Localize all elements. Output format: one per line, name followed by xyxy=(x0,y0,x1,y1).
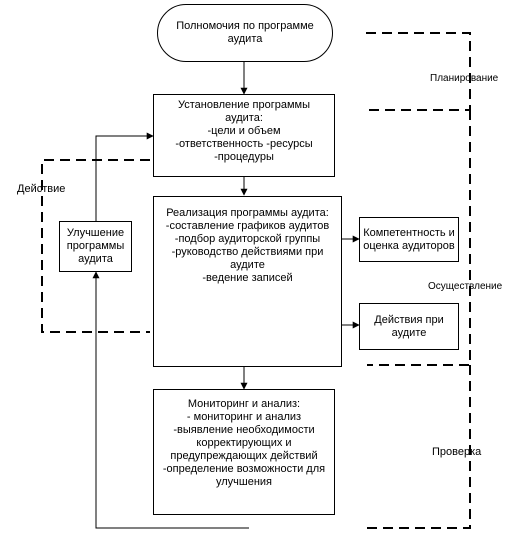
node-improve-line: аудита xyxy=(78,253,113,265)
phase-label-check: Проверка xyxy=(432,446,482,458)
node-monitor-line: - мониторинг и анализ xyxy=(186,411,302,423)
node-improve-line: Улучшение xyxy=(66,227,125,239)
node-monitor-line: -выявление необходимости xyxy=(173,424,315,436)
arrow-monitor-to-improve xyxy=(92,271,249,529)
node-monitor: Мониторинг и анализ:- мониторинг и анали… xyxy=(153,389,335,515)
node-start-line: аудита xyxy=(227,33,263,45)
node-establish-line: аудита: xyxy=(225,112,263,124)
node-monitor-line: -определение возможности для xyxy=(162,463,326,475)
node-establish-line: Установление программы xyxy=(178,99,310,111)
node-establish-line: -процедуры xyxy=(214,151,274,163)
phase-label-do: Осуществление xyxy=(428,281,503,292)
node-competence-line: оценка аудиторов xyxy=(363,239,455,252)
node-actions-line: аудите xyxy=(391,326,427,339)
bracket-act xyxy=(41,159,150,333)
node-establish-line: -ответственность -ресурсы xyxy=(175,138,313,150)
node-monitor-line: улучшения xyxy=(215,476,273,488)
node-implement-line: -подбор аудиторской группы xyxy=(174,233,321,245)
node-implement-line: -ведение записей xyxy=(202,272,293,284)
node-competence-line: Компетентность и xyxy=(363,226,455,239)
node-monitor-line: корректирующих и xyxy=(196,437,292,449)
phase-label-act: Действие xyxy=(17,183,66,195)
bracket-do xyxy=(367,110,471,366)
node-monitor-line: предупреждающих действий xyxy=(170,450,318,462)
node-start-line: Полномочия по программе xyxy=(176,20,314,32)
bracket-plan xyxy=(366,32,471,111)
node-implement-line: аудите xyxy=(230,259,265,271)
node-actions-line: Действия при xyxy=(374,313,444,326)
arrow-improve-to-establish xyxy=(95,132,154,221)
node-implement: Реализация программы аудита:-составление… xyxy=(153,196,342,367)
node-establish-line: -цели и объем xyxy=(207,125,281,137)
bracket-check xyxy=(367,365,471,529)
node-implement-line: Реализация программы аудита: xyxy=(166,207,329,219)
node-implement-line: -составление графиков аудитов xyxy=(165,220,330,232)
node-improve-line: программы xyxy=(66,240,125,252)
phase-label-plan: Планирование xyxy=(430,73,499,84)
node-implement-line: -руководство действиями при xyxy=(171,246,324,258)
node-monitor-line: Мониторинг и анализ: xyxy=(187,398,301,410)
